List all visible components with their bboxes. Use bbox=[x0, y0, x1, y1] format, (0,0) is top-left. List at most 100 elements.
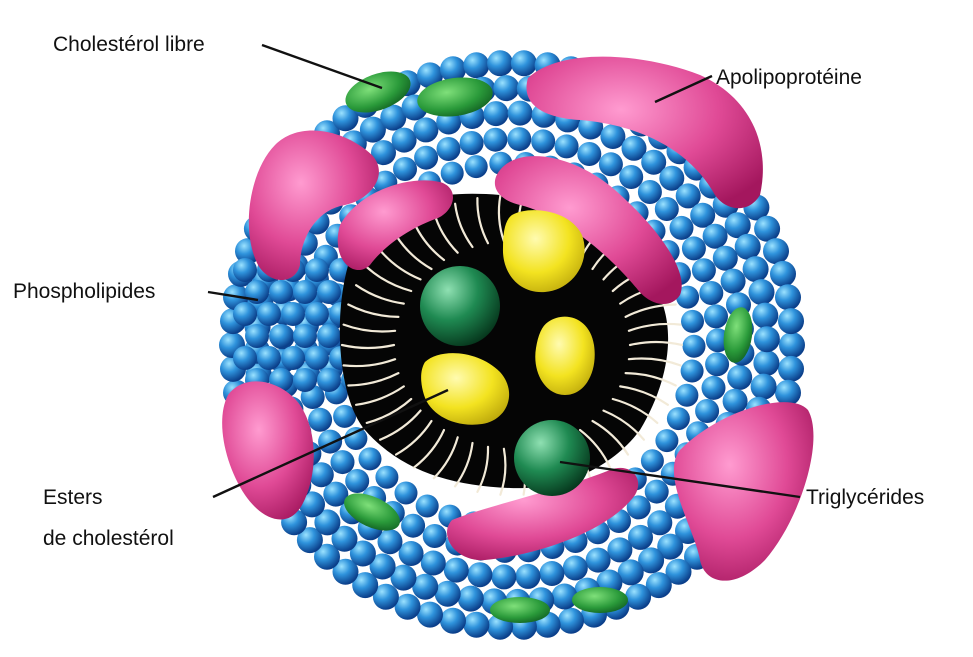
phospholipid-head bbox=[331, 450, 355, 474]
phospholipid-head bbox=[484, 101, 509, 126]
phospholipid-head bbox=[641, 449, 664, 472]
phospholipid-head bbox=[359, 447, 382, 470]
phospholipid-head bbox=[305, 346, 329, 370]
phospholipid-head bbox=[463, 52, 489, 78]
label-cholesterol-esters-line1: Esters bbox=[43, 484, 103, 511]
phospholipid-head bbox=[317, 324, 341, 348]
phospholipid-head bbox=[703, 224, 728, 249]
phospholipid-head bbox=[723, 389, 748, 414]
phospholipid-head bbox=[619, 165, 643, 189]
phospholipid-head bbox=[721, 269, 746, 294]
phospholipid-head bbox=[655, 429, 678, 452]
phospholipid-head bbox=[281, 346, 305, 370]
phospholipid-head bbox=[401, 514, 425, 538]
phospholipid-head bbox=[692, 258, 716, 282]
phospholipid-head bbox=[558, 608, 584, 634]
phospholipid-head bbox=[305, 302, 329, 326]
phospholipid-head bbox=[435, 581, 461, 607]
phospholipid-head bbox=[393, 157, 417, 181]
phospholipid-head bbox=[775, 284, 801, 310]
phospholipid-head bbox=[531, 129, 555, 153]
phospholipid-head bbox=[465, 155, 488, 178]
free-cholesterol-molecule bbox=[490, 597, 550, 623]
phospholipid-head bbox=[705, 352, 729, 376]
phospholipid-head bbox=[607, 537, 632, 562]
phospholipid-head bbox=[699, 281, 723, 305]
phospholipid-head bbox=[233, 302, 257, 326]
phospholipid-head bbox=[743, 256, 769, 282]
phospholipid-head bbox=[269, 280, 293, 304]
phospholipid-head bbox=[713, 246, 738, 271]
phospholipid-head bbox=[317, 280, 341, 304]
phospholipid-head bbox=[463, 612, 489, 638]
phospholipid-head bbox=[233, 258, 257, 282]
phospholipid-head bbox=[483, 128, 507, 152]
phospholipid-head bbox=[423, 524, 447, 548]
phospholipid-head bbox=[281, 302, 305, 326]
phospholipid-head bbox=[516, 564, 541, 589]
phospholipid-head bbox=[775, 380, 801, 406]
phospholipid-head bbox=[638, 180, 662, 204]
phospholipid-head bbox=[753, 350, 779, 376]
phospholipid-head bbox=[392, 128, 417, 153]
label-phospholipids: Phospholipides bbox=[13, 278, 155, 305]
phospholipid-head bbox=[416, 495, 439, 518]
phospholipid-head bbox=[763, 238, 789, 264]
label-cholesterol-esters-line2: de cholestérol bbox=[43, 525, 174, 552]
phospholipid-head bbox=[681, 310, 704, 333]
phospholipid-head bbox=[269, 324, 293, 348]
phospholipid-head bbox=[421, 551, 446, 576]
phospholipid-head bbox=[563, 556, 588, 581]
phospholipid-head bbox=[460, 131, 484, 155]
phospholipid-head bbox=[318, 430, 342, 454]
phospholipid-head bbox=[293, 280, 317, 304]
phospholipid-head bbox=[667, 407, 690, 430]
phospholipid-head bbox=[555, 134, 579, 158]
cholesterol-ester-molecule bbox=[535, 317, 594, 395]
phospholipid-head bbox=[683, 335, 706, 358]
phospholipid-head bbox=[681, 360, 704, 383]
phospholipid-head bbox=[487, 50, 513, 76]
phospholipid-head bbox=[735, 234, 761, 260]
phospholipid-head bbox=[375, 466, 398, 489]
label-apolipoprotein: Apolipoprotéine bbox=[716, 64, 862, 91]
phospholipid-head bbox=[308, 408, 332, 432]
phospholipid-head bbox=[493, 75, 519, 101]
phospholipid-head bbox=[727, 365, 752, 390]
phospholipid-head bbox=[778, 308, 804, 334]
phospholipid-head bbox=[344, 427, 367, 450]
phospholipid-head bbox=[414, 146, 438, 170]
phospholipid-head bbox=[600, 124, 625, 149]
phospholipid-head bbox=[417, 602, 443, 628]
phospholipid-head bbox=[682, 236, 706, 260]
phospholipid-head bbox=[444, 558, 469, 583]
phospholipid-head bbox=[257, 346, 281, 370]
phospholipid-head bbox=[293, 324, 317, 348]
phospholipid-head bbox=[257, 302, 281, 326]
phospholipid-head bbox=[458, 586, 484, 612]
phospholipid-head bbox=[749, 279, 775, 305]
phospholipid-head bbox=[702, 376, 726, 400]
phospholipid-head bbox=[511, 50, 537, 76]
phospholipid-head bbox=[754, 216, 780, 242]
phospholipid-head bbox=[507, 127, 531, 151]
phospholipid-head bbox=[317, 368, 341, 392]
phospholipid-head bbox=[345, 469, 369, 493]
phospholipid-head bbox=[539, 561, 564, 586]
phospholipid-head bbox=[690, 203, 715, 228]
phospholipid-head bbox=[399, 541, 424, 566]
phospholipid-head bbox=[655, 197, 679, 221]
phospholipid-head bbox=[704, 304, 728, 328]
phospholipid-head bbox=[413, 117, 438, 142]
phospholipid-head bbox=[770, 261, 796, 287]
phospholipid-head bbox=[440, 608, 466, 634]
phospholipid-head bbox=[599, 152, 623, 176]
phospholipid-head bbox=[645, 480, 669, 504]
phospholipid-head bbox=[441, 162, 464, 185]
free-cholesterol-leader bbox=[262, 45, 382, 88]
phospholipid-head bbox=[754, 326, 780, 352]
phospholipid-head bbox=[233, 346, 257, 370]
label-free-cholesterol: Cholestérol libre bbox=[53, 31, 205, 58]
